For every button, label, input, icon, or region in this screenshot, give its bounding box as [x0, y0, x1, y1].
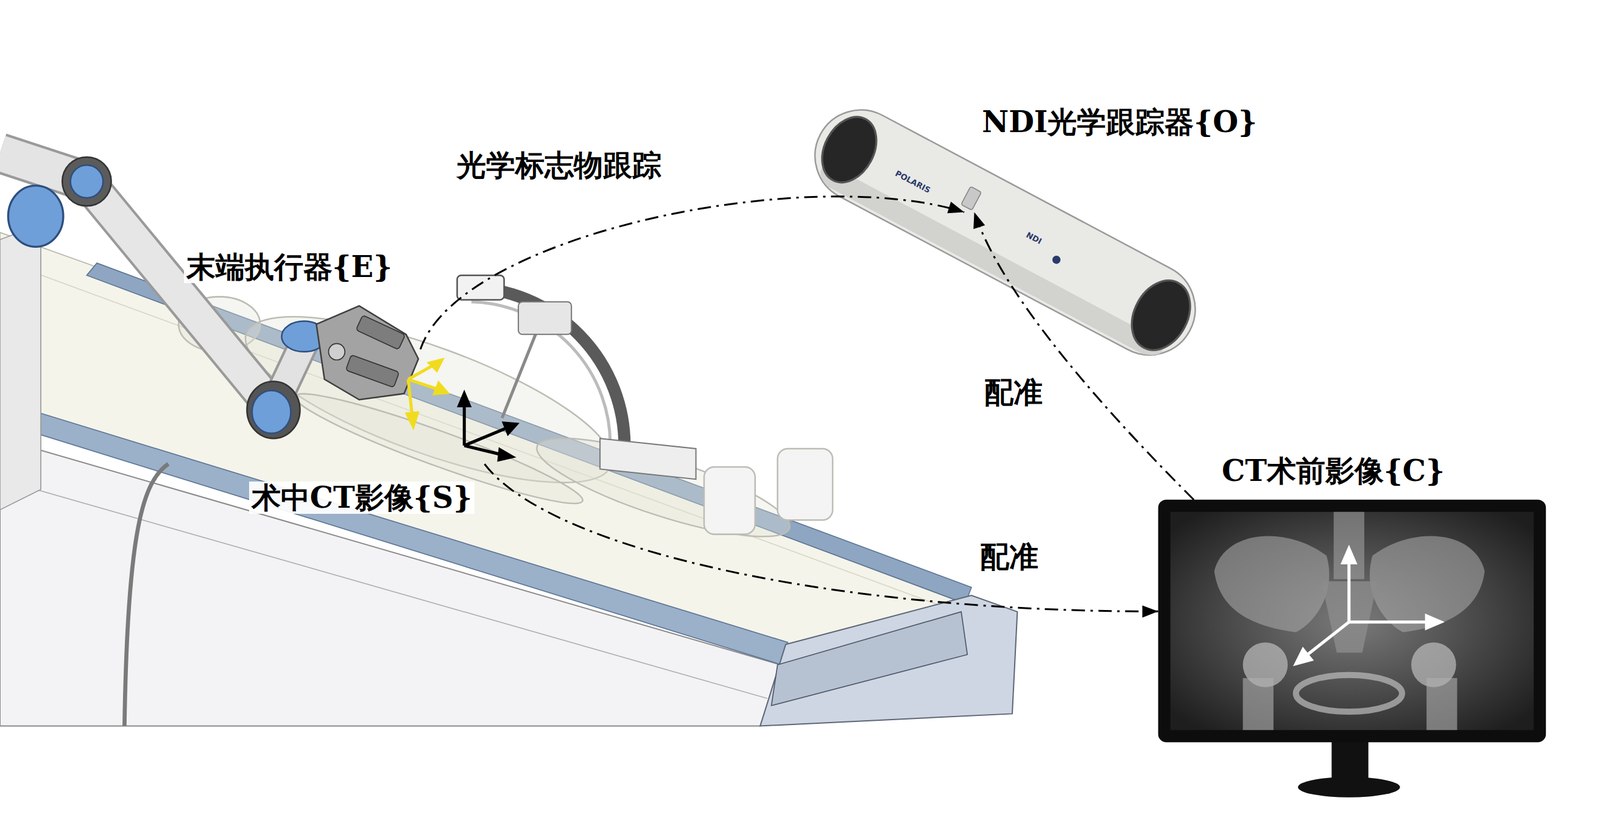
- arrowhead: [1142, 605, 1159, 618]
- end-effector-region: 末端执行器{E}: [326, 300, 421, 398]
- patient-outline: [178, 283, 833, 557]
- robot-arm: [0, 152, 419, 510]
- foot-support: [777, 448, 833, 521]
- optical-marker: [457, 275, 505, 300]
- operating-table: [0, 232, 1018, 727]
- node-title: CT术前影像{C}: [1219, 454, 1448, 488]
- robot-forearm: [86, 181, 274, 409]
- c-arm: [457, 275, 697, 480]
- registration-connector: [420, 196, 965, 350]
- table-end-face: [760, 595, 1018, 726]
- cable: [124, 464, 169, 726]
- tracker-lens: [1120, 270, 1202, 360]
- patient-torso: [228, 283, 630, 516]
- robot-column: [0, 224, 41, 510]
- ct-monitor: [1158, 500, 1547, 798]
- gripper-jaw: [355, 315, 406, 351]
- gripper-bolt: [328, 343, 345, 360]
- connector-label: 光学标志物跟踪: [454, 149, 664, 182]
- robot-joint: [62, 157, 111, 206]
- monitor-screen: [1170, 512, 1534, 731]
- probe-holder: [518, 302, 572, 335]
- arrowhead: [947, 201, 965, 214]
- foot-support: [704, 467, 756, 535]
- robot-joint-cap: [252, 390, 292, 434]
- monitor-stand-neck: [1331, 740, 1368, 784]
- node-title: NDI光学跟踪器{O}: [979, 105, 1260, 139]
- connector-label: 配准: [981, 376, 1046, 409]
- registration-connector: [484, 464, 1159, 612]
- iliac-wing: [1214, 535, 1330, 633]
- femur: [1426, 678, 1457, 731]
- c-arm-arc: [467, 287, 625, 449]
- node-title: 末端执行器{E}: [183, 250, 395, 284]
- ndi-logo-mark: [1051, 254, 1063, 266]
- gripper-jaw: [345, 355, 400, 388]
- brand-logo: NDI: [1025, 230, 1044, 246]
- tracker-shade: [815, 162, 1167, 362]
- tracker-region: NDI光学跟踪器{O}: [834, 143, 1223, 213]
- intraop-frame: [459, 393, 517, 460]
- robot-forearm-face: [86, 181, 274, 409]
- monitor-region: CT术前影像{C}: [1158, 500, 1547, 744]
- c-arm-arc-inner: [471, 302, 611, 449]
- patient-legs: [528, 419, 798, 557]
- robot-joint-cap: [70, 165, 104, 198]
- preop-frame: [1296, 548, 1442, 664]
- end-effector-gripper: [316, 305, 419, 400]
- intraop-frame-region: 术中CT影像{S}: [454, 387, 521, 465]
- brand-text: POLARIS: [894, 169, 932, 195]
- tracker-notch: [961, 186, 982, 211]
- connector-label: 配准: [977, 540, 1041, 574]
- tracker-lens: [811, 107, 887, 192]
- iliac-wing: [1369, 535, 1485, 633]
- monitor-frame: [1158, 500, 1547, 744]
- femur: [1243, 678, 1274, 731]
- monitor-stand-base: [1297, 777, 1401, 798]
- robot-joint-cap: [7, 185, 63, 247]
- table-end-plate: [771, 612, 968, 706]
- end-effector-frame: [406, 359, 447, 427]
- pubic-arch: [1296, 675, 1403, 712]
- registration-connector: [974, 211, 1194, 500]
- robot-joint: [246, 381, 300, 439]
- node-title: 术中CT影像{S}: [249, 481, 475, 515]
- probe-shaft: [501, 326, 539, 419]
- c-arm-base: [599, 438, 696, 480]
- arrowhead: [973, 211, 985, 230]
